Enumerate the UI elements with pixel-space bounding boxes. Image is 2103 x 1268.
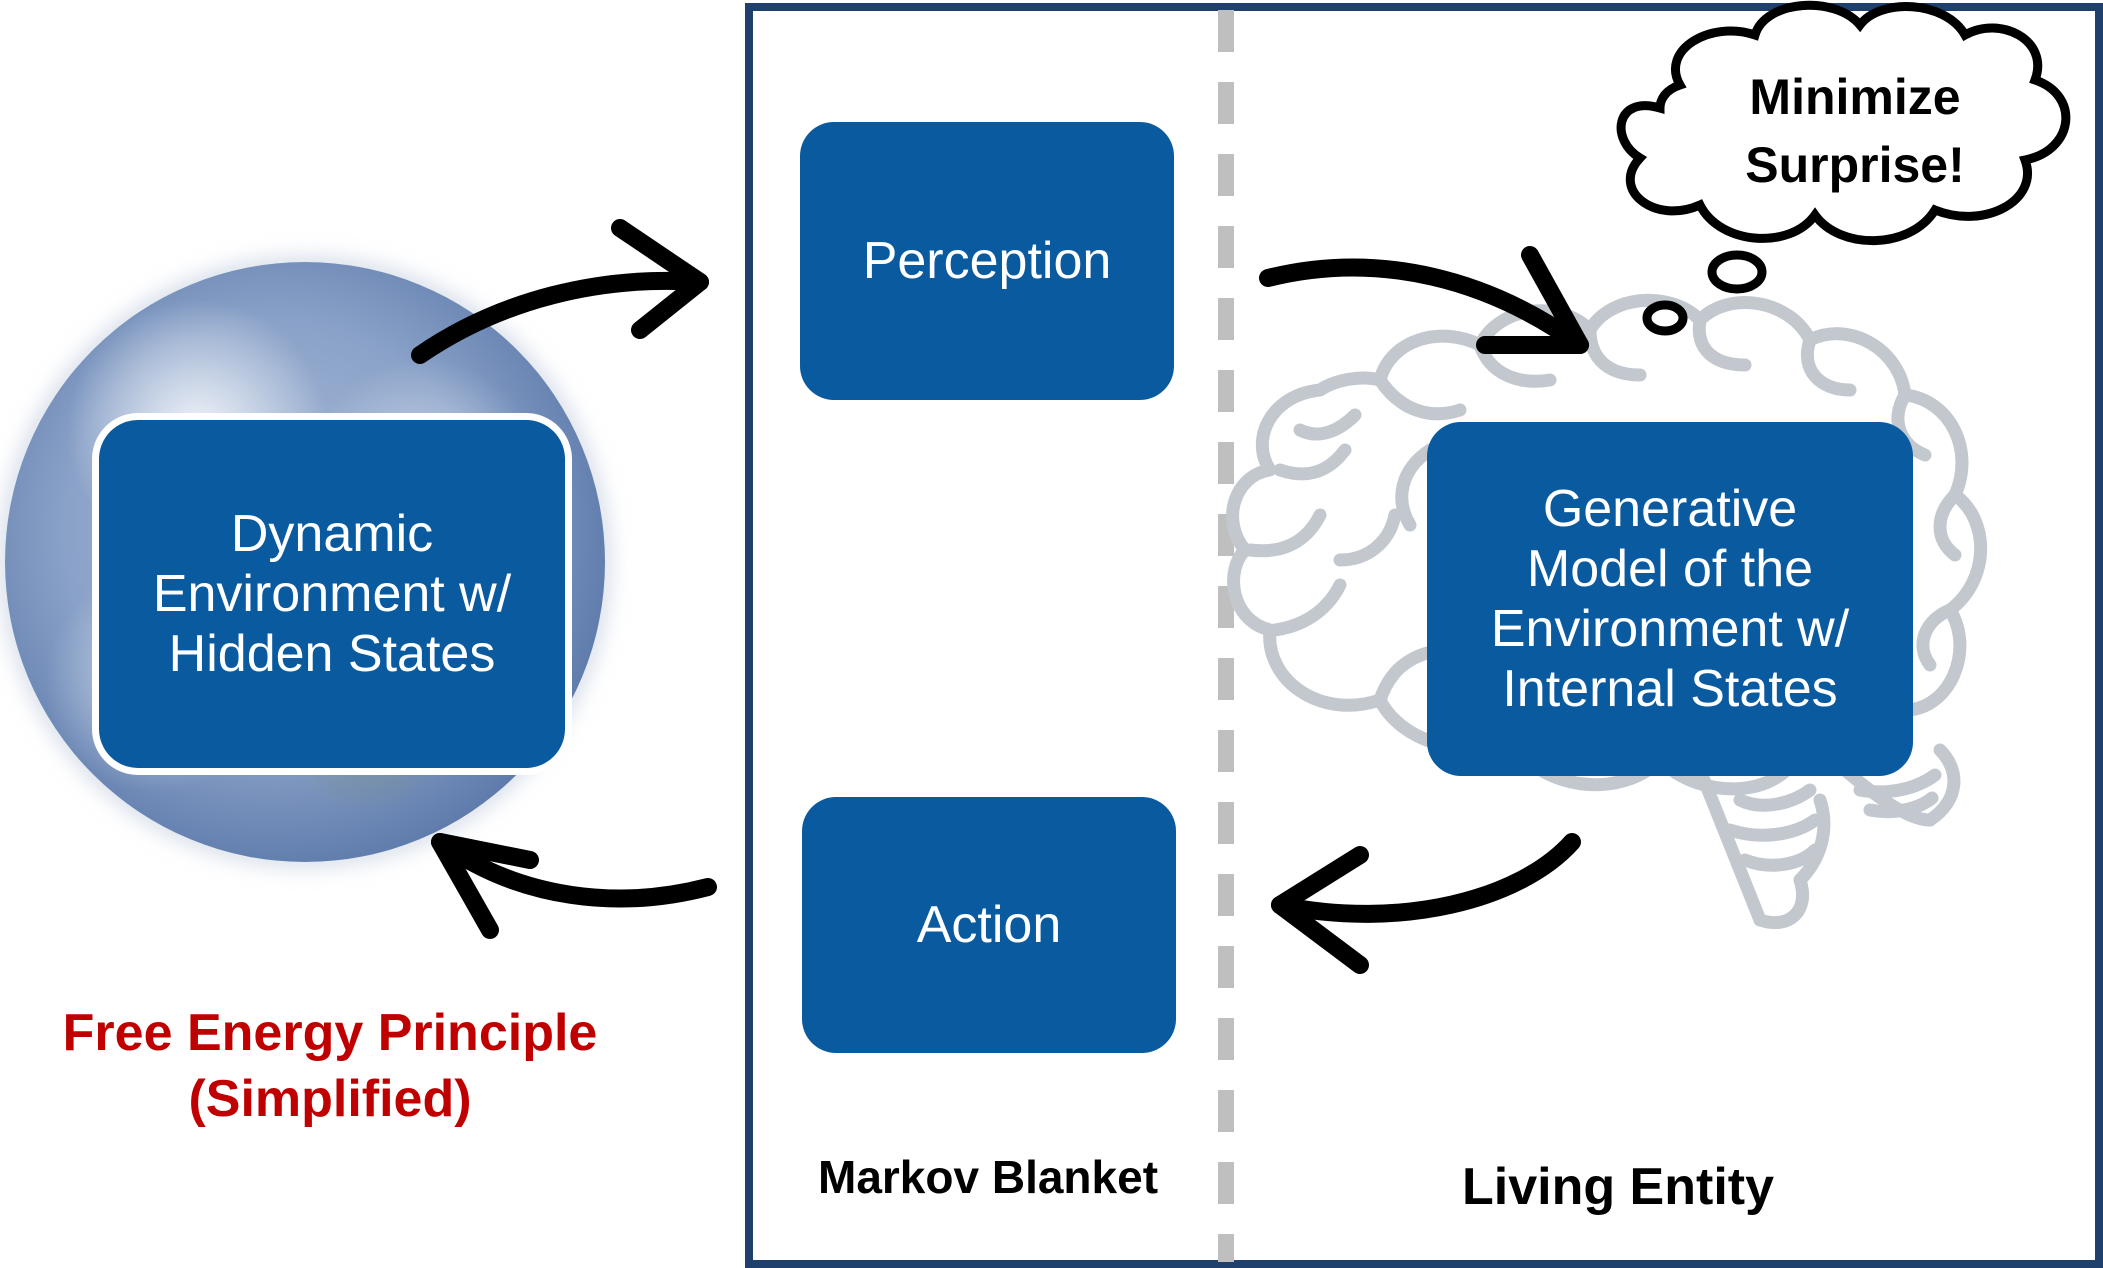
title-line-2: (Simplified) [188,1070,472,1128]
title-line-1: Free Energy Principle [62,1004,598,1062]
model-line-4: Internal States [1502,660,1838,718]
environment-line-1: Dynamic [230,505,434,563]
arrow-head-model-to-action [1271,846,1369,974]
arrow-action-to-environment [431,833,717,908]
perception-label: Perception [862,232,1112,290]
markov-blanket-frame [745,3,2103,1268]
arrow-head-environment-to-perception [611,219,709,339]
environment-box: Dynamic Environment w/ Hidden States [92,413,572,775]
thought-cloud-icon [1616,0,2071,336]
arrow-model-to-action [1271,833,1581,923]
model-line-3: Environment w/ [1490,600,1850,658]
markov-blanket-label: Markov Blanket [818,1151,1159,1203]
model-line-2: Model of the [1526,540,1814,598]
thought-bubble-small [1642,300,1688,336]
environment-line-3: Hidden States [168,625,496,683]
perception-box: Perception [800,122,1174,400]
action-box: Action [802,797,1176,1053]
thought-line-1: Minimize [1749,69,1961,125]
thought-line-2: Surprise! [1745,137,1965,193]
generative-model-box: Generative Model of the Environment w/ I… [1427,422,1913,776]
arrow-environment-to-perception [411,271,709,364]
action-label: Action [916,896,1062,954]
arrow-head-perception-to-model [1476,246,1589,354]
model-line-1: Generative [1542,480,1798,538]
arrows [411,219,1589,974]
thought-bubble-medium [1707,250,1767,294]
environment-line-2: Environment w/ [152,565,512,623]
diagram-title: Free Energy Principle (Simplified) [0,1000,660,1132]
arrow-perception-to-model [1259,258,1589,354]
living-entity-label: Living Entity [1462,1158,1774,1216]
thought-cloud-text: Minimize Surprise! [1700,63,2010,199]
arrow-head-action-to-environment [431,833,539,939]
